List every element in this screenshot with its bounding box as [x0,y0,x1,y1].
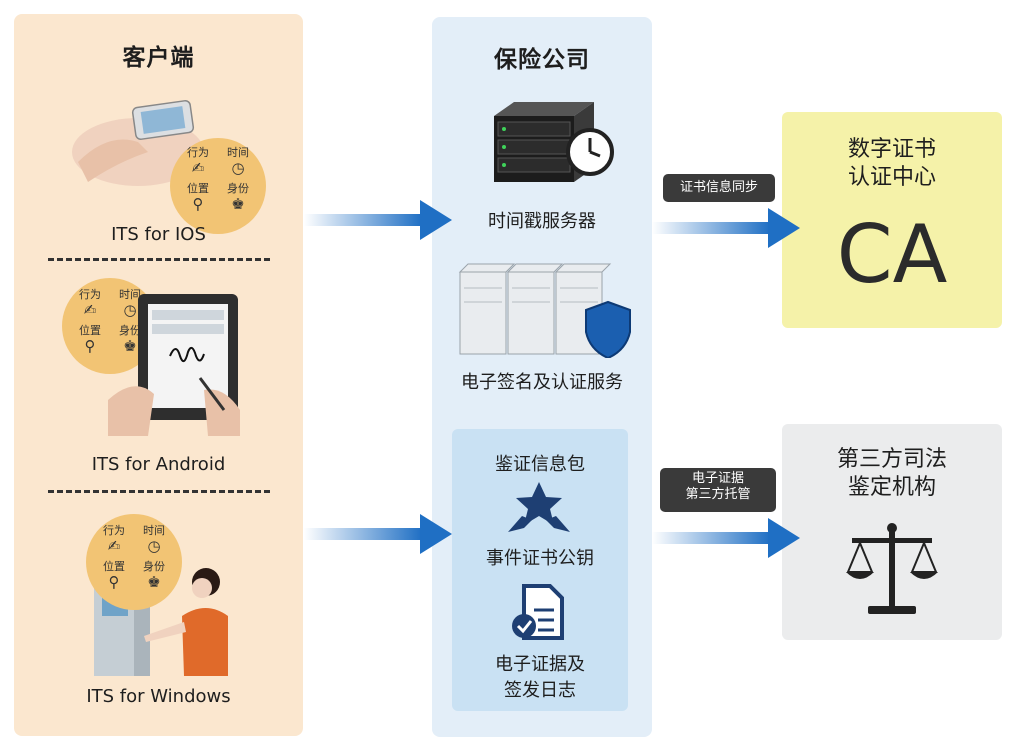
evidence-log-label-line1: 电子证据及 [495,654,585,675]
info-bubble-ios: 行为✍ 时间◷ 位置⚲ 身份♚ [170,138,266,234]
clock-icon: ◷ [231,159,245,177]
clock-icon: ◷ [123,301,137,319]
insurer-title: 保险公司 [494,47,590,73]
ca-title-line2: 认证中心 [847,165,936,190]
divider [48,258,270,261]
arrow-insurer-to-ca [652,208,800,248]
cert-sync-tag: 证书信息同步 [663,174,775,202]
signature-icon: ✍ [191,159,205,177]
arrow-client-to-insurer-top [304,200,452,240]
platform-label-android: ITS for Android [91,454,226,475]
timestamp-server-icon [484,96,618,188]
esign-service-label: 电子签名及认证服务 [461,372,623,393]
package-title: 鉴证信息包 [495,454,585,475]
scales-of-justice-icon [846,522,938,616]
escrow-tag-line1: 电子证据 [691,471,744,486]
escrow-tag-line2: 第三方托管 [685,487,751,502]
info-bubble-windows: 行为✍ 时间◷ 位置⚲ 身份♚ [86,514,182,610]
platform-label-ios: ITS for IOS [111,224,206,245]
location-pin-icon: ⚲ [84,337,96,355]
timestamp-server-label: 时间戳服务器 [488,211,596,232]
identity-icon: ♚ [147,573,161,591]
clock-icon: ◷ [147,537,161,555]
ca-title-line1: 数字证书 [847,137,936,162]
tablet-signature-illustration [104,290,244,440]
arrow-client-to-insurer-bottom [304,514,452,554]
client-title: 客户端 [122,45,195,71]
esign-servers-icon [456,262,636,360]
platform-label-windows: ITS for Windows [86,686,231,707]
badge-star-icon [504,480,574,536]
judicial-title-line2: 鉴定机构 [847,475,936,500]
certification-package-panel [452,429,628,711]
event-certificate-key-label: 事件证书公钥 [486,548,594,569]
location-pin-icon: ⚲ [192,195,204,213]
evidence-escrow-tag: 电子证据 第三方托管 [660,468,776,512]
identity-icon: ♚ [123,337,137,355]
verified-document-icon [508,582,568,642]
arrow-insurer-to-judicial [652,518,800,558]
judicial-title-line1: 第三方司法 [836,447,947,472]
ca-label: CA [836,208,948,301]
phone-hand-illustration [68,92,208,192]
ca-panel [782,112,1002,328]
location-pin-icon: ⚲ [108,573,120,591]
identity-icon: ♚ [231,195,245,213]
divider [48,490,270,493]
signature-icon: ✍ [83,301,97,319]
evidence-log-label-line2: 签发日志 [504,680,576,701]
signature-icon: ✍ [107,537,121,555]
